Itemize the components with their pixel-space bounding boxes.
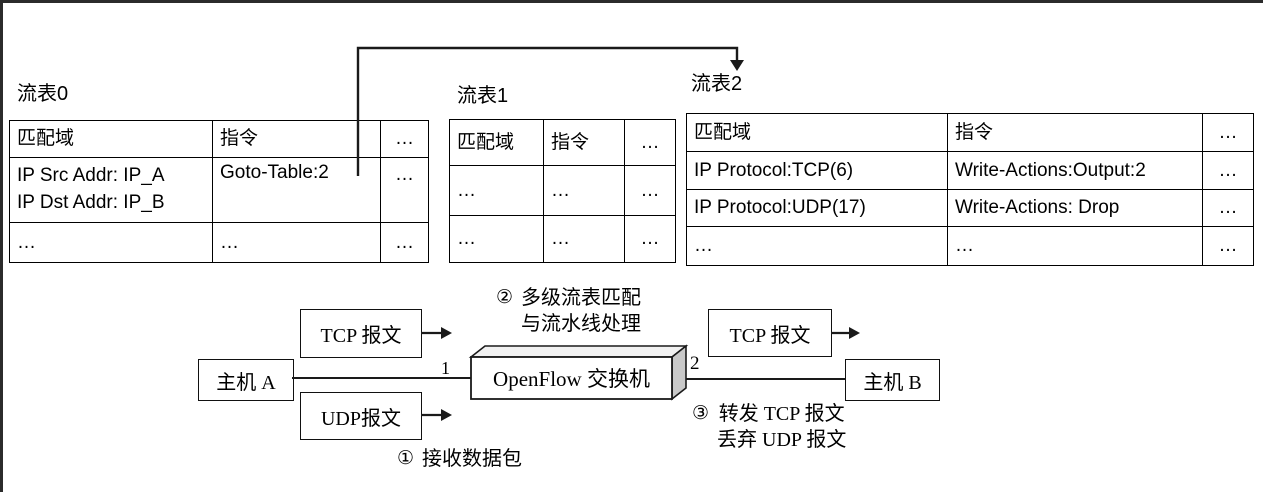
table2-header-match: 匹配域 bbox=[686, 113, 948, 152]
table0-row1-match-line2: IP Dst Addr: IP_B bbox=[17, 192, 165, 213]
table0-header-match: 匹配域 bbox=[9, 120, 213, 158]
udp-packet-left-box: UDP报文 bbox=[300, 392, 422, 440]
table2-row3-more: … bbox=[1202, 226, 1254, 266]
step3-line2: 丢弃 UDP 报文 bbox=[717, 429, 847, 451]
table0-row2-more: … bbox=[380, 222, 429, 263]
table-row: 匹配域 指令 … bbox=[449, 119, 676, 166]
table2-row2-match: IP Protocol:UDP(17) bbox=[686, 189, 948, 227]
step2-annotation: ② 多级流表匹配 与流水线处理 bbox=[496, 285, 641, 337]
table-row: IP Src Addr: IP_A IP Dst Addr: IP_B Goto… bbox=[9, 157, 429, 223]
table2-row1-more: … bbox=[1202, 151, 1254, 190]
table2-header-more: … bbox=[1202, 113, 1254, 152]
flow-table0: 匹配域 指令 … IP Src Addr: IP_A IP Dst Addr: … bbox=[9, 120, 429, 263]
step2-circled-number: ② bbox=[496, 286, 514, 308]
table0-row1-more: … bbox=[380, 157, 429, 223]
table-row: … … … bbox=[449, 165, 676, 216]
figure-frame-top-border bbox=[0, 0, 1263, 3]
table1-row2-match: … bbox=[449, 215, 544, 263]
table1-header-instr: 指令 bbox=[543, 119, 625, 166]
flow-table1-title: 流表1 bbox=[457, 85, 509, 107]
table2-header-instr: 指令 bbox=[947, 113, 1203, 152]
step3-line1: 转发 TCP 报文 bbox=[718, 403, 845, 425]
table0-row2-instr: … bbox=[212, 222, 381, 263]
table2-row3-match: … bbox=[686, 226, 948, 266]
flow-table1: 匹配域 指令 … … … … … … … bbox=[449, 119, 676, 263]
tcp-packet-right-box: TCP 报文 bbox=[708, 309, 832, 357]
udp-left-arrow bbox=[421, 409, 452, 421]
openflow-switch-label: OpenFlow 交换机 bbox=[493, 367, 650, 391]
table1-row2-instr: … bbox=[543, 215, 625, 263]
step1-annotation: ① 接收数据包 bbox=[397, 446, 522, 472]
table1-row1-more: … bbox=[624, 165, 676, 216]
table0-row1-match: IP Src Addr: IP_A IP Dst Addr: IP_B bbox=[9, 157, 213, 223]
table1-header-more: … bbox=[624, 119, 676, 166]
table2-row2-more: … bbox=[1202, 189, 1254, 227]
step2-line1: 多级流表匹配 bbox=[521, 287, 642, 309]
table-row: 匹配域 指令 … bbox=[9, 120, 429, 158]
tcp-right-arrow bbox=[831, 327, 860, 339]
table2-row2-instr: Write-Actions: Drop bbox=[947, 189, 1203, 227]
table0-row1-instr: Goto-Table:2 bbox=[212, 157, 381, 223]
flow-table2: 匹配域 指令 … IP Protocol:TCP(6) Write-Action… bbox=[686, 113, 1254, 266]
table0-header-instr: 指令 bbox=[212, 120, 381, 158]
table-row: … … … bbox=[686, 226, 1254, 266]
tcp-packet-left-box: TCP 报文 bbox=[300, 309, 422, 358]
table-row: IP Protocol:TCP(6) Write-Actions:Output:… bbox=[686, 151, 1254, 190]
table1-row1-instr: … bbox=[543, 165, 625, 216]
step3-annotation: ③ 转发 TCP 报文 丢弃 UDP 报文 bbox=[692, 401, 846, 453]
step1-text: 接收数据包 bbox=[422, 448, 523, 470]
flow-table0-title: 流表0 bbox=[17, 83, 69, 105]
host-b-box: 主机 B bbox=[845, 359, 940, 401]
table0-row1-match-line1: IP Src Addr: IP_A bbox=[17, 165, 165, 186]
table-row: … … … bbox=[9, 222, 429, 263]
table2-row1-match: IP Protocol:TCP(6) bbox=[686, 151, 948, 190]
table2-row1-instr: Write-Actions:Output:2 bbox=[947, 151, 1203, 190]
switch-port2-label: 2 bbox=[690, 353, 700, 374]
host-a-box: 主机 A bbox=[198, 359, 294, 401]
table2-row3-instr: … bbox=[947, 226, 1203, 266]
table-row: 匹配域 指令 … bbox=[686, 113, 1254, 152]
table1-header-match: 匹配域 bbox=[449, 119, 544, 166]
table0-header-more: … bbox=[380, 120, 429, 158]
tcp-left-arrow bbox=[421, 327, 452, 339]
figure-frame-left-border bbox=[0, 0, 3, 492]
table1-row1-match: … bbox=[449, 165, 544, 216]
step1-circled-number: ① bbox=[397, 447, 415, 469]
table-row: … … … bbox=[449, 215, 676, 263]
table0-row2-match: … bbox=[9, 222, 213, 263]
flow-table2-title: 流表2 bbox=[691, 73, 743, 95]
step2-line2: 与流水线处理 bbox=[521, 313, 642, 335]
table1-row2-more: … bbox=[624, 215, 676, 263]
switch-port1-label: 1 bbox=[441, 358, 450, 378]
table-row: IP Protocol:UDP(17) Write-Actions: Drop … bbox=[686, 189, 1254, 227]
step3-circled-number: ③ bbox=[692, 402, 710, 424]
